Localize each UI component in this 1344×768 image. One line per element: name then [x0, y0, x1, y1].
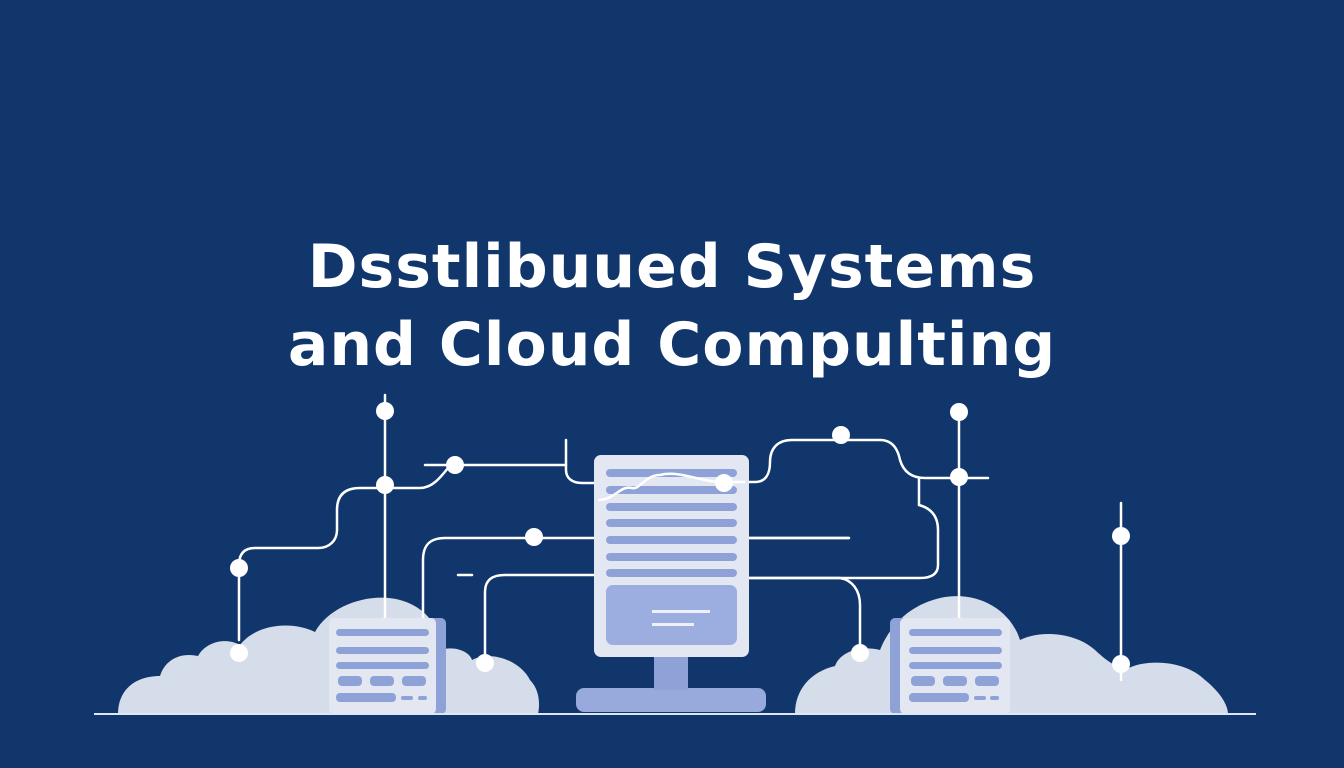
central-server — [576, 455, 849, 712]
server-display — [606, 585, 737, 645]
server-base — [576, 688, 766, 712]
title-line-2: and Cloud Compulting — [287, 310, 1057, 380]
server-stand — [654, 656, 688, 690]
title-line-1: Dsstlibuued Systems — [307, 232, 1037, 302]
left-cloud — [118, 597, 540, 714]
network-nodes — [230, 402, 1130, 673]
page-title: Dsstlibuued Systems and Cloud Compulting — [0, 228, 1344, 384]
left-node-server — [329, 618, 446, 714]
right-node-server — [890, 618, 1010, 714]
